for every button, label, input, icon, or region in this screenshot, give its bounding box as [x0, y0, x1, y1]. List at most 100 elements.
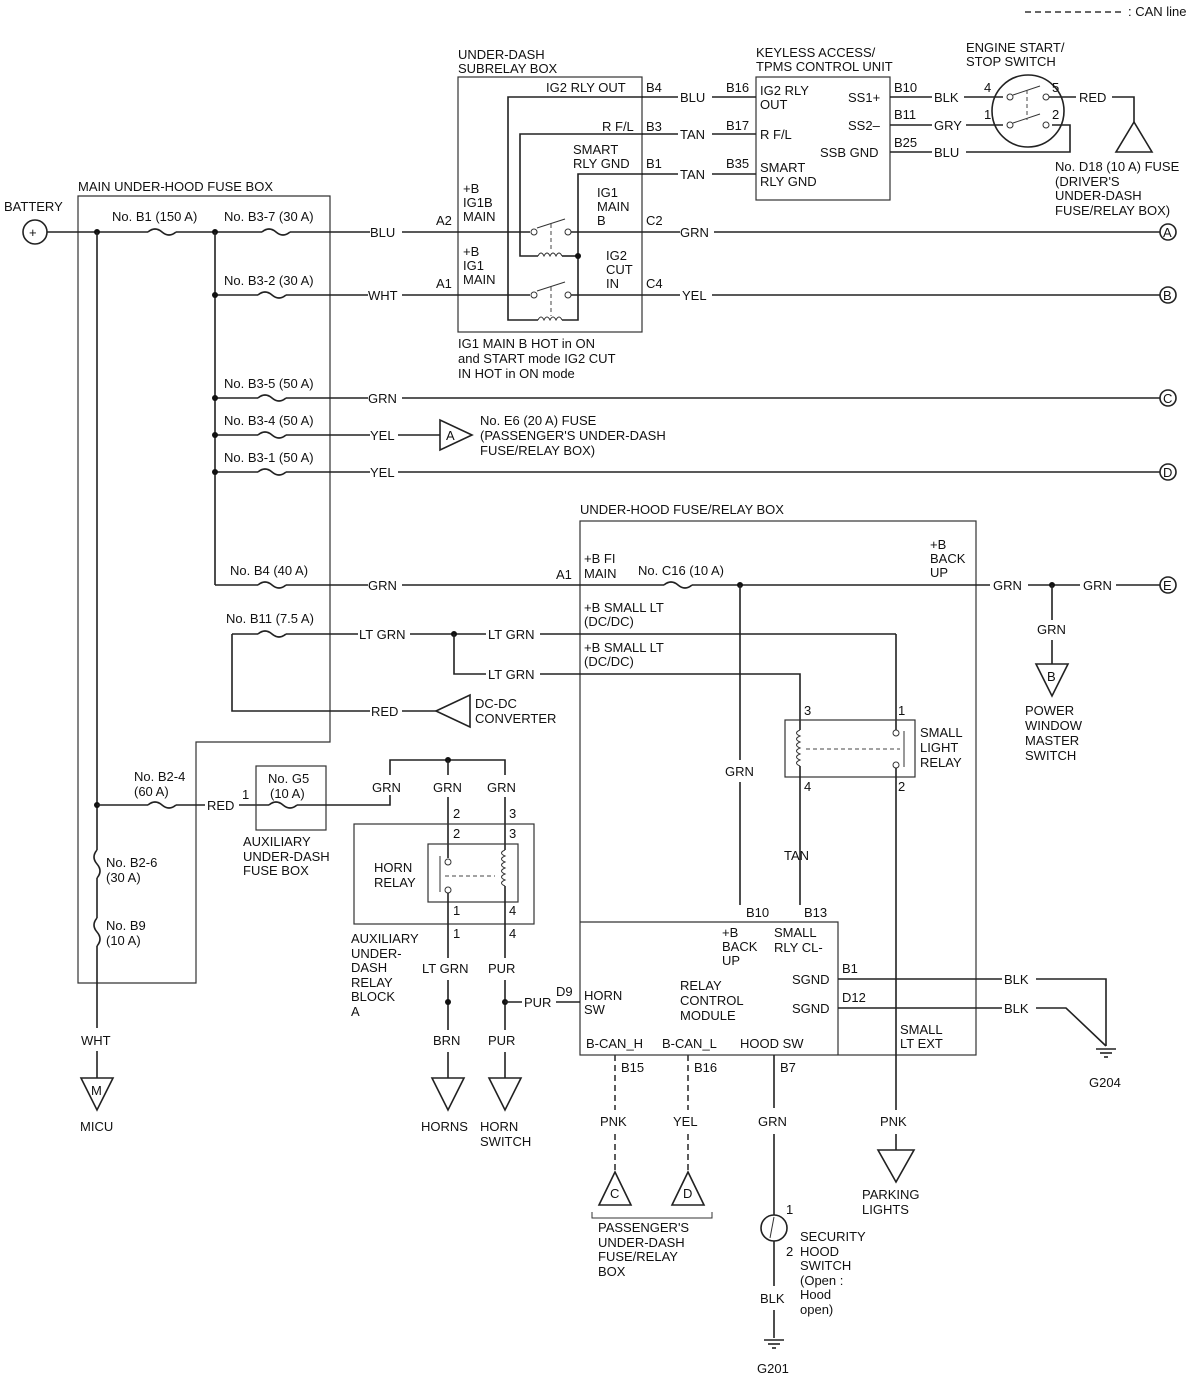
rcm-pin-b7: B7: [780, 1060, 796, 1075]
ig1b-label-2: IG1B: [463, 195, 493, 210]
fuse-b2-6-label-2: (30 A): [106, 870, 141, 885]
rcm-sgnd-2: SGND: [792, 1001, 830, 1016]
relay-block-label-4: RELAY: [351, 975, 393, 990]
connector-c-label: C: [1163, 391, 1172, 406]
sl1-label-2: (DC/DC): [584, 614, 634, 629]
e6-fuse-label-2: (PASSENGER'S UNDER-DASH: [480, 428, 666, 443]
connector-c: [1159, 389, 1177, 407]
wire-color-grn: GRN: [372, 780, 401, 795]
wire-color-pur: PUR: [524, 995, 551, 1010]
relay-coil: [537, 316, 563, 322]
subrelay-note-2: and START mode IG2 CUT: [458, 351, 616, 366]
horns-triangle: [430, 1077, 466, 1112]
slr-label-2: LIGHT: [920, 740, 958, 755]
triangle-connector-d-label: D: [683, 1186, 692, 1201]
power-window-label-2: WINDOW: [1025, 718, 1083, 733]
ground-g201-label: G201: [757, 1361, 789, 1376]
bfi-label-2: MAIN: [584, 566, 617, 581]
rcm-hsw-label-2: SW: [584, 1002, 606, 1017]
hood-switch-label-2: HOOD: [800, 1244, 839, 1259]
es-pin-2: 2: [1052, 107, 1059, 122]
fuse-b2-4-label-1: No. B2-4: [134, 769, 185, 784]
dcdc-label-2: CONVERTER: [475, 711, 556, 726]
ig1b-label-3: MAIN: [463, 209, 496, 224]
bbu-label-3: UP: [930, 565, 948, 580]
kl-ig2-label-2: OUT: [760, 97, 788, 112]
wire: [507, 96, 643, 321]
battery-plus: +: [29, 225, 37, 240]
connector-a-label: A: [1163, 225, 1172, 240]
wire-color-grn: GRN: [487, 780, 516, 795]
kl-ss2-label: SS2–: [848, 118, 881, 133]
wire-color-yel: YEL: [682, 288, 707, 303]
connector-e: [1159, 576, 1177, 594]
horn-pin-1b: 1: [453, 926, 460, 941]
wire-color-ltgrn: LT GRN: [488, 667, 534, 682]
aux-fuse-pin-1: 1: [242, 787, 249, 802]
subrelay-box-label-2: SUBRELAY BOX: [458, 61, 558, 76]
relay-switch-arm: [536, 281, 566, 292]
connector-e-label: E: [1163, 578, 1172, 593]
wire-color-pur: PUR: [488, 1033, 515, 1048]
ig1-label-2: IG1: [463, 258, 484, 273]
smart-label-1: SMART: [573, 142, 618, 157]
rcm-pin-b15: B15: [621, 1060, 644, 1075]
wire: [231, 634, 370, 712]
relay-control-module: [580, 921, 839, 1055]
slr-pin-3: 3: [804, 703, 811, 718]
wire-color-ltgrn: LT GRN: [488, 627, 534, 642]
hood-switch-label-1: SECURITY: [800, 1229, 866, 1244]
d18-label-2: (DRIVER'S: [1055, 174, 1120, 189]
wire-color-red: RED: [207, 798, 234, 813]
fuse-b4-label: No. B4 (40 A): [230, 563, 308, 578]
aux-fuse-label-3: FUSE BOX: [243, 863, 309, 878]
fuse-b3-5: [257, 394, 287, 402]
relay-block-label-2: UNDER-: [351, 946, 402, 961]
relay-contact: [892, 729, 900, 737]
junction: [212, 292, 218, 298]
relay-contact: [444, 886, 452, 894]
slr-pin-2: 2: [898, 779, 905, 794]
fuse-b2-6: [93, 849, 101, 879]
slr-pin-4: 4: [804, 779, 811, 794]
switch-contact: [1042, 93, 1050, 101]
triangle-connector-b: [1034, 663, 1070, 698]
fuse-b9-label-1: No. B9: [106, 918, 146, 933]
wire-color-ltgrn: LT GRN: [422, 961, 468, 976]
wire-color-ltgrn: LT GRN: [359, 627, 405, 642]
wire-color-blu: BLU: [934, 145, 959, 160]
fuse-b3-1-label: No. B3-1 (50 A): [224, 450, 314, 465]
slr-label-3: RELAY: [920, 755, 962, 770]
fuse-b11: [257, 630, 287, 638]
wire-color-grn: GRN: [368, 391, 397, 406]
aux-fuse-label-2: UNDER-DASH: [243, 849, 330, 864]
relay-contact: [530, 291, 538, 299]
pin-b11: B11: [894, 107, 916, 122]
subrelay-note-1: IG1 MAIN B HOT in ON: [458, 336, 595, 351]
hood-switch-label-3: SWITCH: [800, 1258, 851, 1273]
rcm-canl-label: B-CAN_L: [662, 1036, 717, 1051]
power-window-label-1: POWER: [1025, 703, 1074, 718]
rcm-label-2: CONTROL: [680, 993, 744, 1008]
wire: [1036, 1007, 1107, 1047]
keyless-access-control-unit: [755, 76, 891, 201]
rcm-pin-d9: D9: [556, 984, 573, 999]
rcm-sgnd-1: SGND: [792, 972, 830, 987]
wire-color-blk: BLK: [1004, 972, 1029, 987]
hood-switch-label-5: Hood: [800, 1287, 831, 1302]
pin-b16: B16: [726, 80, 749, 95]
fuse-b3-2-label: No. B3-2 (30 A): [224, 273, 314, 288]
kl-smart-label-2: RLY GND: [760, 174, 817, 189]
battery-label: BATTERY: [4, 199, 63, 214]
pin-b35: B35: [726, 156, 749, 171]
bbu-label-1: +B: [930, 537, 946, 552]
relay-coil: [501, 849, 507, 887]
e6-fuse-label-1: No. E6 (20 A) FUSE: [480, 413, 597, 428]
horn-relay-label-2: RELAY: [374, 875, 416, 890]
horn-pin-3b: 3: [509, 826, 516, 841]
sl2-label-1: +B SMALL LT: [584, 640, 664, 655]
fuse-b3-1: [257, 468, 287, 476]
rcm-scl-label-2: RLY CL-: [774, 940, 823, 955]
ig1-label-3: MAIN: [463, 272, 496, 287]
